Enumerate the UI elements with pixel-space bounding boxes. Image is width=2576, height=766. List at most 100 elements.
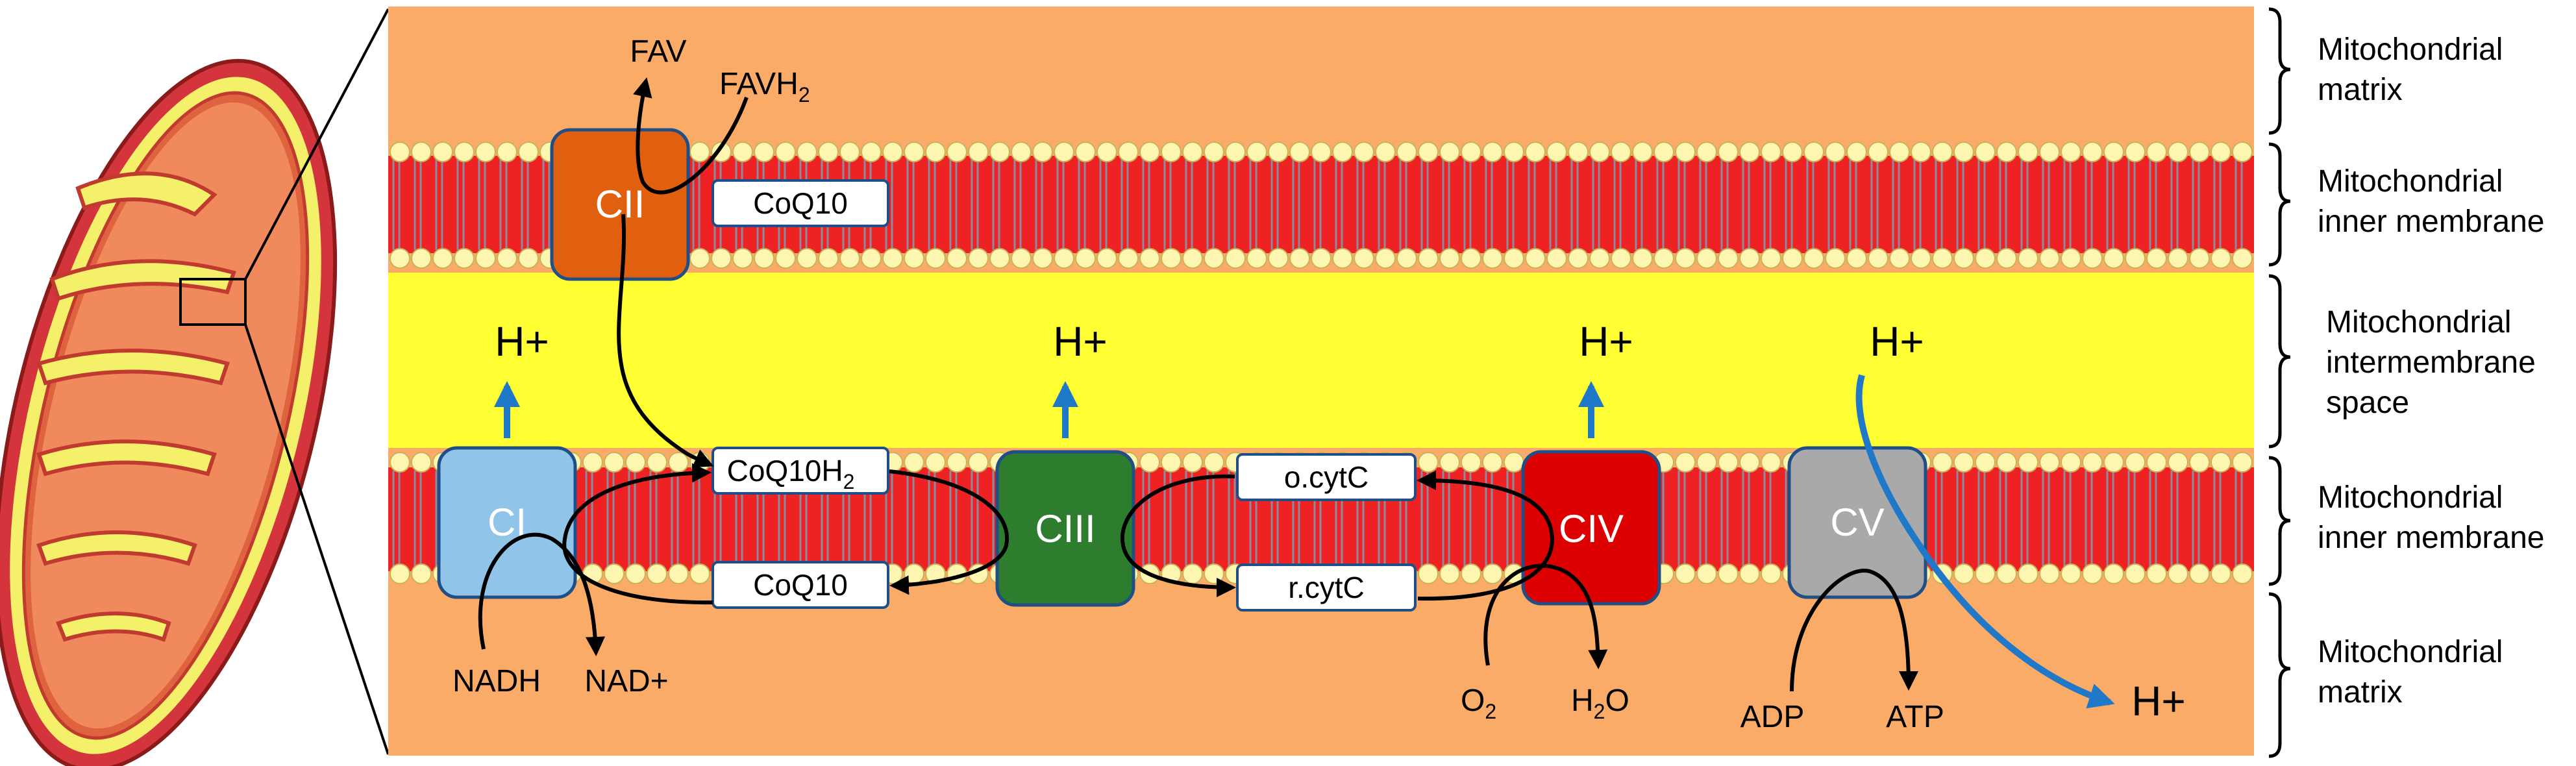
bottom-outer-lipid-head <box>2125 452 2146 473</box>
mito-matrix <box>31 102 301 729</box>
proton-arrows <box>494 374 2115 709</box>
carrier-ocytc[interactable]: o.cytC <box>1236 453 1417 501</box>
carrier-coq10-bottom[interactable]: CoQ10 <box>712 561 889 609</box>
top-outer-lipid-head <box>732 142 753 162</box>
top-outer-lipid-head <box>1289 142 1310 162</box>
bottom-inner-lipid-head <box>1182 563 1203 584</box>
top-inner-lipid-head <box>1246 248 1267 269</box>
bracket-intermembrane <box>2268 274 2291 449</box>
top-inner-lipid-head <box>732 248 753 269</box>
top-inner-lipid-head <box>925 248 946 269</box>
top-inner-lipid-head <box>518 248 539 269</box>
bottom-inner-lipid-head <box>2061 563 2081 584</box>
bottom-outer-lipid-head <box>2061 452 2081 473</box>
top-inner-lipid-head <box>2232 248 2253 269</box>
top-outer-lipid-head <box>1546 142 1567 162</box>
region-intermembrane: Mitochondrial intermembrane space <box>2326 305 2544 420</box>
top-outer-lipid-head <box>818 142 839 162</box>
top-inner-lipid-head <box>797 248 817 269</box>
bottom-inner-lipid-head <box>1953 563 1974 584</box>
top-outer-lipid-head <box>2082 142 2103 162</box>
top-inner-lipid-head <box>1032 248 1053 269</box>
carrier-rcytc[interactable]: r.cytC <box>1236 563 1417 612</box>
carrier-coq10-top[interactable]: CoQ10 <box>712 179 889 227</box>
top-outer-lipid-head <box>1396 142 1417 162</box>
top-outer-lipid-head <box>925 142 946 162</box>
carrier-coq10h2[interactable]: CoQ10H2 <box>712 447 889 495</box>
top-outer-lipid-head <box>689 142 710 162</box>
top-outer-lipid-head <box>797 142 817 162</box>
bottom-inner-lipid-head <box>647 563 667 584</box>
top-outer-lipid-head <box>1718 142 1739 162</box>
top-inner-lipid-head <box>2168 248 2188 269</box>
top-inner-lipid-head <box>1761 248 1781 269</box>
bottom-inner-lipid-head <box>689 563 710 584</box>
top-outer-lipid-head <box>711 142 732 162</box>
bottom-outer-lipid-head <box>1182 452 1203 473</box>
top-outer-lipid-head <box>432 142 453 162</box>
bottom-inner-lipid-head <box>1439 563 1460 584</box>
arrow-favh2-to-fav <box>633 77 749 195</box>
top-outer-lipid-head <box>411 142 432 162</box>
bottom-outer-lipid-head <box>1461 452 1481 473</box>
region-matrix-top-line2: matrix <box>2318 73 2403 107</box>
top-inner-lipid-head <box>1139 248 1160 269</box>
top-inner-lipid-head <box>2061 248 2081 269</box>
top-inner-lipid-head <box>1911 248 1931 269</box>
top-outer-lipid-head <box>1696 142 1717 162</box>
top-inner-lipid-head <box>818 248 839 269</box>
top-inner-lipid-head <box>1096 248 1117 269</box>
top-outer-lipid-head <box>1846 142 1867 162</box>
top-outer-lipid-head <box>1032 142 1053 162</box>
complex-cii[interactable]: CII <box>550 128 690 281</box>
top-inner-lipid-head <box>1182 248 1203 269</box>
complex-civ[interactable]: CIV <box>1521 450 1661 606</box>
bottom-inner-lipid-head <box>604 563 625 584</box>
arrow-ocytc-to-rcytc <box>1120 474 1236 597</box>
top-outer-lipid-head <box>754 142 774 162</box>
bottom-outer-lipid-head <box>625 452 646 473</box>
top-inner-lipid-head <box>1504 248 1524 269</box>
top-inner-lipid-head <box>1653 248 1674 269</box>
civ-label: CIV <box>1559 507 1624 550</box>
h2o-sub: 2 <box>1594 700 1605 723</box>
complex-ciii[interactable]: CIII <box>995 450 1135 607</box>
top-outer-lipid-head <box>2189 142 2210 162</box>
bottom-outer-lipid-head <box>390 452 410 473</box>
bottom-outer-lipid-head <box>1996 452 2017 473</box>
bottom-outer-lipid-head <box>1139 452 1160 473</box>
rcytc-label: r.cytC <box>1288 571 1365 604</box>
top-outer-lipid-head <box>1803 142 1824 162</box>
bottom-inner-lipid-head <box>2146 563 2167 584</box>
bottom-inner-lipid-head <box>904 563 924 584</box>
region-inner-bottom-line1: Mitochondrial <box>2318 480 2503 515</box>
top-outer-lipid-head <box>1825 142 1846 162</box>
top-outer-lipid-head <box>2018 142 2038 162</box>
bottom-outer-lipid-head <box>2018 452 2038 473</box>
top-inner-lipid-head <box>2211 248 2231 269</box>
top-inner-lipid-head <box>1525 248 1546 269</box>
top-inner-lipid-head <box>1739 248 1760 269</box>
bracket-inner-bottom <box>2268 456 2291 586</box>
complex-cv[interactable]: CV <box>1787 446 1927 599</box>
top-inner-lipid-head <box>1118 248 1139 269</box>
hplus-label-civ: H+ <box>1579 318 1633 365</box>
top-outer-lipid-head <box>1525 142 1546 162</box>
top-outer-lipid-head <box>904 142 924 162</box>
top-inner-lipid-head <box>775 248 796 269</box>
region-labels: Mitochondrial matrix Mitochondrial inner… <box>2318 32 2545 710</box>
top-outer-lipid-head <box>1782 142 1803 162</box>
complex-ci[interactable]: CI <box>437 446 577 599</box>
top-inner-lipid-head <box>1696 248 1717 269</box>
top-inner-lipid-head <box>904 248 924 269</box>
top-outer-lipid-head <box>1439 142 1460 162</box>
favh2-sub: 2 <box>799 83 810 106</box>
top-inner-lipid-head <box>689 248 710 269</box>
top-outer-lipid-head <box>454 142 475 162</box>
region-inner-bottom: Mitochondrial inner membrane <box>2318 480 2545 555</box>
top-inner-lipid-head <box>1975 248 1996 269</box>
top-inner-lipid-head <box>1439 248 1460 269</box>
intermembrane-band <box>388 273 2254 448</box>
top-inner-lipid-head <box>947 248 967 269</box>
